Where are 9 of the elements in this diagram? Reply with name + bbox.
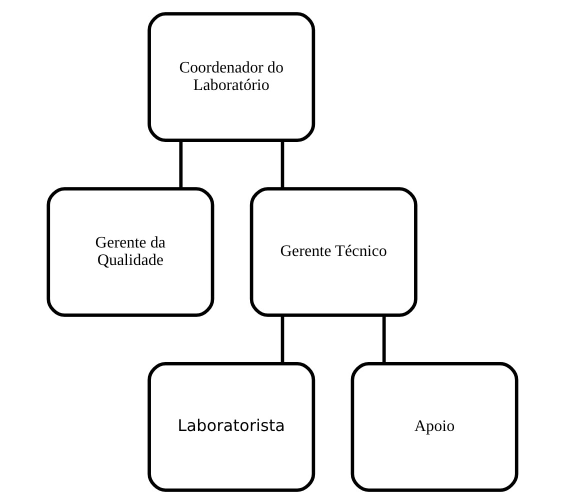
connector bbox=[280, 316, 284, 364]
connector bbox=[179, 140, 183, 189]
node-box: Apoio bbox=[350, 362, 518, 492]
connector bbox=[382, 316, 386, 364]
node-box: Gerente da Qualidade bbox=[46, 187, 214, 317]
node-box: Laboratorista bbox=[148, 362, 316, 492]
connector bbox=[280, 140, 284, 189]
node-box: Gerente Técnico bbox=[250, 187, 418, 317]
node-box: Coordenador do Laboratório bbox=[148, 12, 316, 142]
